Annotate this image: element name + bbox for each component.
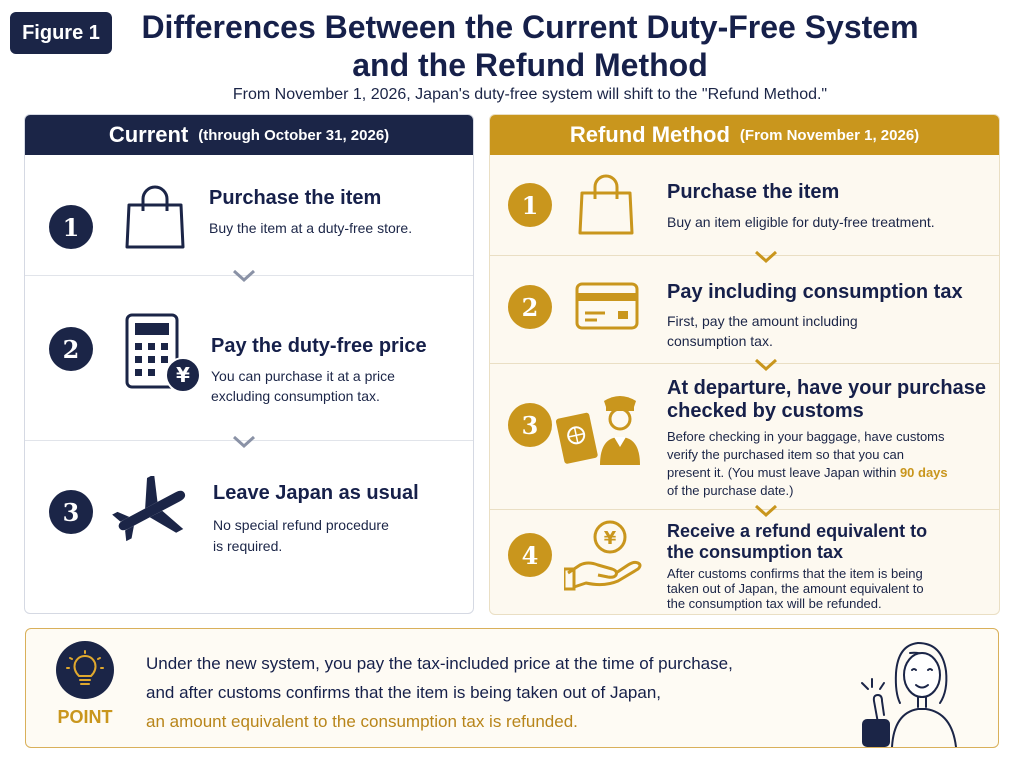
refund-header-main: Refund Method	[569, 122, 730, 147]
figure-label: Figure 1	[10, 12, 112, 54]
subtitle: From November 1, 2026, Japan's duty-free…	[232, 86, 828, 103]
point-line-3: an amount equivalent to the consumption …	[146, 712, 578, 731]
shopping-bag-icon	[578, 174, 634, 235]
lightbulb-icon	[66, 650, 104, 685]
customs-officer-passport-icon	[556, 396, 640, 465]
chevron-down-icon	[754, 250, 778, 264]
yen-coin-hand-icon: ¥	[564, 520, 642, 591]
desc-text: present it. (You must leave Japan within	[667, 465, 900, 480]
step-number: 2	[508, 285, 552, 329]
svg-text:¥: ¥	[604, 528, 617, 549]
current-system-panel: Current (through October 31, 2026) 1 Pur…	[24, 114, 474, 614]
chevron-down-icon	[754, 358, 778, 372]
svg-text:¥: ¥	[176, 363, 190, 387]
step-number: 3	[49, 490, 93, 534]
title-line-2: and the Refund Method	[352, 47, 708, 83]
divider	[490, 509, 999, 510]
shopping-bag-icon	[125, 185, 185, 249]
page-title: Differences Between the Current Duty-Fre…	[130, 8, 930, 84]
refund-step-2: 2 Pay including consumption tax First, p…	[490, 255, 999, 363]
chevron-down-icon	[754, 504, 778, 518]
refund-step-3: 3 At departure, have your purchase check…	[490, 363, 999, 508]
step-number: 4	[508, 533, 552, 577]
step-desc-line-1: You can purchase it at a price	[211, 368, 395, 384]
chevron-down-icon	[232, 269, 256, 283]
highlight-90-days: 90 days	[899, 465, 948, 480]
divider	[490, 363, 999, 364]
step-desc-line-2: verify the purchased item so that you ca…	[667, 447, 905, 462]
title-line-1: Differences Between the Current Duty-Fre…	[141, 9, 919, 45]
step-desc-line-1: After customs confirms that the item is …	[667, 566, 923, 581]
step-number: 1	[508, 183, 552, 227]
credit-card-icon	[575, 282, 639, 330]
refund-panel-header: Refund Method (From November 1, 2026)	[490, 115, 999, 155]
current-step-3: 3 Leave Japan as usual No special refund…	[25, 440, 473, 610]
step-number: 2	[49, 327, 93, 371]
point-line-1: Under the new system, you pay the tax-in…	[146, 654, 733, 673]
point-label: POINT	[57, 707, 113, 727]
airplane-icon	[112, 476, 186, 542]
step-title: Pay including consumption tax	[667, 281, 963, 303]
point-line-2: and after customs confirms that the item…	[146, 683, 661, 702]
step-number: 3	[508, 403, 552, 447]
step-desc-line-2: is required.	[213, 538, 283, 554]
current-step-1: 1 Purchase the item Buy the item at a du…	[25, 155, 473, 275]
step-desc-line-1: No special refund procedure	[213, 517, 389, 533]
current-header-sub: (through October 31, 2026)	[198, 126, 390, 144]
refund-header-sub: (From November 1, 2026)	[739, 126, 920, 144]
step-title-line-2: checked by customs	[667, 400, 864, 422]
step-title-line-2: the consumption tax	[667, 542, 844, 562]
step-desc-line-2: taken out of Japan, the amount equivalen…	[667, 581, 924, 596]
step-desc-line-3: present it. (You must leave Japan within…	[667, 464, 948, 482]
point-icon-circle	[56, 641, 114, 699]
refund-step-4: 4 ¥ Receive a refund equivalent to the c…	[490, 509, 999, 614]
chevron-down-icon	[232, 435, 256, 449]
refund-step-1: 1 Purchase the item Buy an item eligible…	[490, 155, 999, 255]
point-text: Under the new system, you pay the tax-in…	[146, 649, 786, 736]
step-title-line-1: Receive a refund equivalent to	[667, 521, 928, 541]
current-header-main: Current	[108, 122, 189, 147]
step-desc-line-1: First, pay the amount including	[667, 313, 858, 329]
current-panel-header: Current (through October 31, 2026)	[25, 115, 473, 155]
step-desc: Buy the item at a duty-free store.	[209, 220, 413, 236]
step-desc-line-2: excluding consumption tax.	[211, 388, 380, 404]
step-title-line-1: At departure, have your purchase	[667, 377, 986, 399]
step-desc: Buy an item eligible for duty-free treat…	[667, 214, 935, 230]
step-desc-line-3: the consumption tax will be refunded.	[667, 596, 882, 611]
step-title: Purchase the item	[209, 187, 382, 209]
step-desc-line-2: consumption tax.	[667, 333, 773, 349]
step-title: Purchase the item	[667, 181, 840, 203]
step-desc-line-1: Before checking in your baggage, have cu…	[667, 429, 945, 444]
step-desc-line-4: of the purchase date.)	[667, 483, 794, 498]
current-step-2: 2 ¥ Pay the duty-free price You can purc…	[25, 275, 473, 440]
calculator-yen-icon: ¥	[125, 313, 201, 393]
step-title: Pay the duty-free price	[211, 335, 427, 357]
woman-pointing-illustration	[861, 642, 957, 747]
point-box: POINT Under the new system, you pay the …	[25, 628, 999, 748]
step-title: Leave Japan as usual	[213, 482, 419, 504]
step-number: 1	[49, 205, 93, 249]
refund-method-panel: Refund Method (From November 1, 2026) 1 …	[489, 114, 1000, 615]
divider	[490, 255, 999, 256]
